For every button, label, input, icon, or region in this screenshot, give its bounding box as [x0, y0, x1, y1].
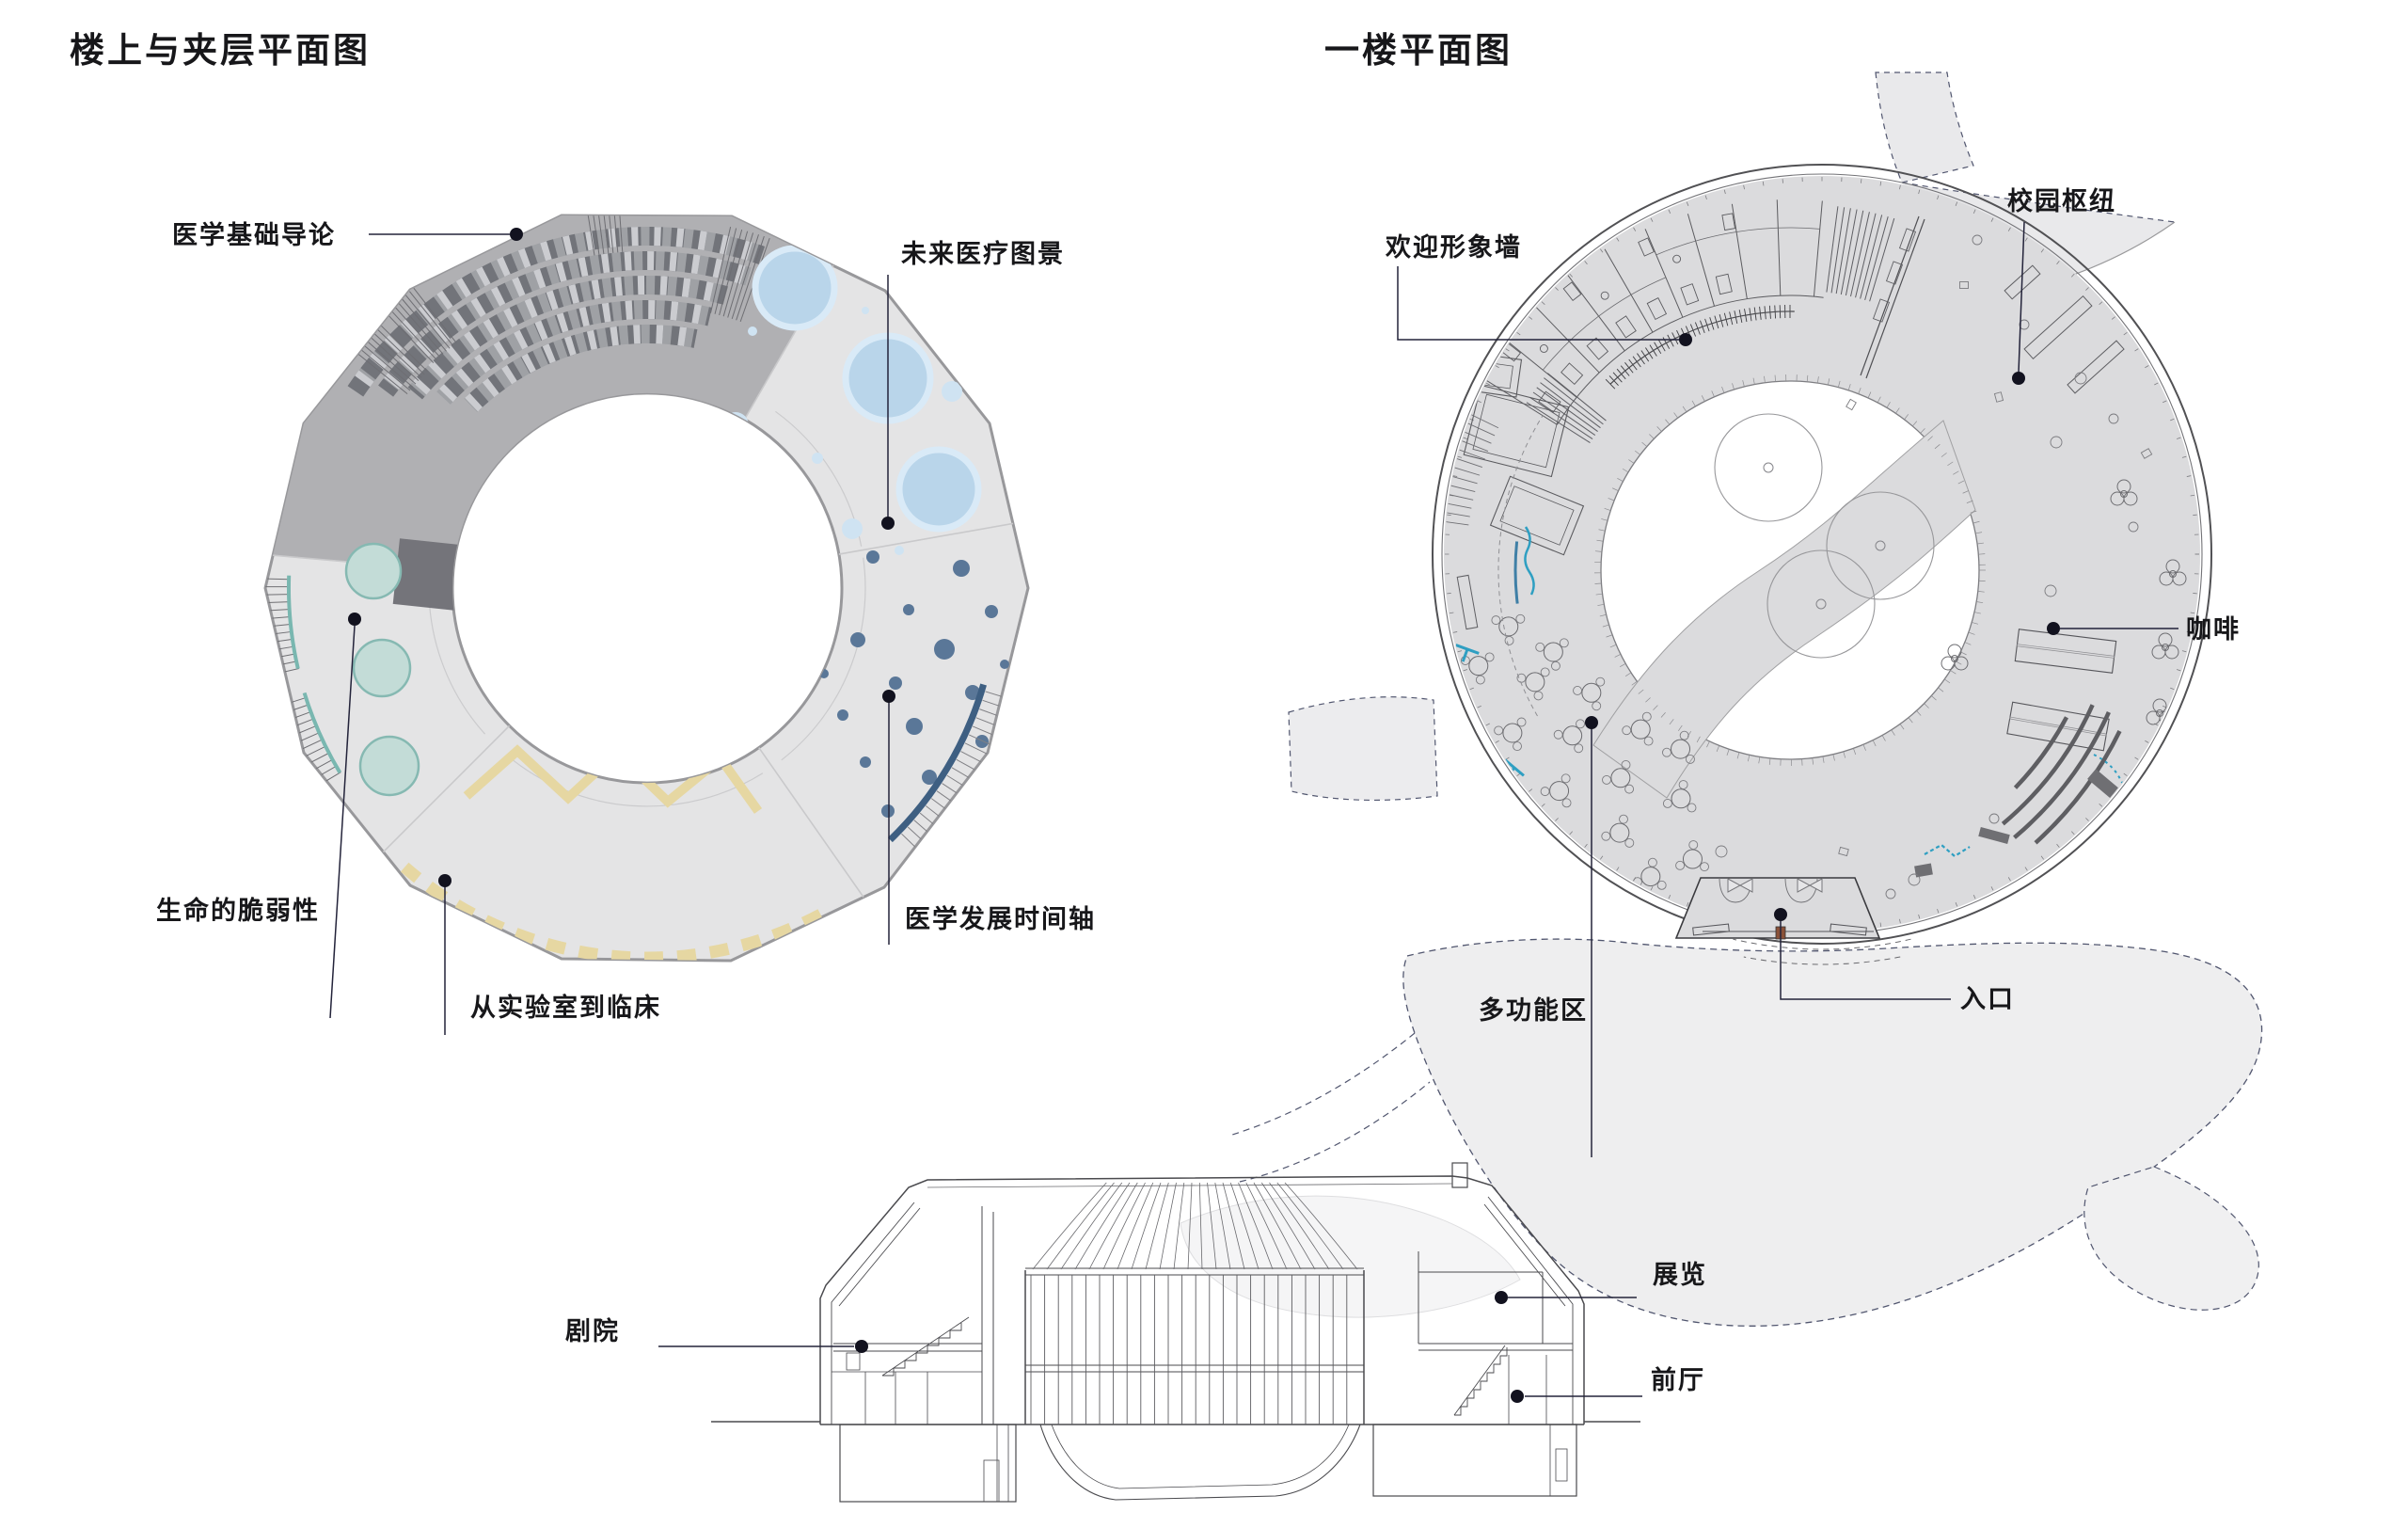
excavation-bowl-inner [1051, 1424, 1350, 1489]
excavation-bowl [1039, 1424, 1361, 1501]
plaza-blob [1402, 938, 2263, 1327]
leader-fragility [329, 625, 356, 1019]
left-stair [881, 1316, 970, 1377]
label-exhibition: 展览 [1653, 1260, 1707, 1289]
left-gable-inner [831, 1202, 921, 1425]
leader-dot-future [881, 517, 895, 530]
left-basement [839, 1424, 1017, 1503]
basement-shaft [983, 1459, 1000, 1503]
leader-entrance [1780, 921, 1951, 1000]
courtyard-path [1592, 420, 1976, 799]
label-campus-hub: 校园枢纽 [2007, 186, 2116, 215]
leader-dot-timeline [882, 690, 895, 703]
label-coffee: 咖啡 [2186, 615, 2241, 644]
outer-wall [1432, 164, 2212, 945]
plaza-tail-edge2 [1239, 1081, 1431, 1183]
bowtie-marks [1727, 878, 1823, 893]
right-gable-inner [1483, 1196, 1574, 1425]
left-path-stub [1288, 696, 1438, 802]
leader-campus [2018, 221, 2025, 374]
label-future: 未来医疗图景 [901, 239, 1065, 268]
ground-floor-plan [1432, 164, 2212, 965]
left-basement-walls [996, 1425, 1009, 1502]
top-path [1875, 72, 1974, 183]
leader-dot-fragility [348, 613, 361, 626]
entrance-apron-dashed [1733, 938, 1911, 965]
leader-dot-exhibition [1495, 1291, 1508, 1304]
building-section [711, 1162, 1640, 1503]
label-entrance: 入口 [1960, 985, 2015, 1013]
leader-welcome [1397, 266, 1679, 341]
right-basement [1372, 1424, 1577, 1497]
leader-dot-multifunction [1585, 716, 1598, 729]
entrance-bench [1830, 923, 1867, 936]
ground-mound [1180, 1195, 1521, 1318]
label-foyer: 前厅 [1651, 1365, 1705, 1394]
left-plan-title: 楼上与夹层平面图 [70, 31, 371, 70]
right-rooms [1508, 1355, 1547, 1425]
path-dashed-edge [1901, 182, 2176, 223]
plaza-tail-edge [1231, 1032, 1416, 1136]
leader-dot-entrance [1774, 908, 1787, 921]
section-mullions-ribs [927, 1182, 1453, 1425]
left-rooms [832, 1371, 982, 1425]
leader-dot-coffee [2047, 622, 2060, 635]
leader-dot-campus [2012, 372, 2025, 385]
furniture [846, 1352, 861, 1371]
entrance-bench [1692, 923, 1730, 936]
right-mezzanine [1418, 1251, 1573, 1351]
courtyard-trees [1714, 413, 1935, 659]
annotations: 医学基础导论 未来医疗图景 生命的脆弱性 从实验室到临床 医学发展时间轴 欢迎形… [156, 186, 2241, 1403]
chimney [1451, 1162, 1468, 1188]
label-welcome-wall: 欢迎形象墙 [1385, 232, 1522, 262]
leader-dot-intro [510, 228, 523, 241]
hall-walls [1024, 1270, 1365, 1425]
label-fragility: 生命的脆弱性 [156, 896, 320, 925]
upper-mezzanine-plan [263, 214, 1030, 963]
leader-dot-foyer [1511, 1390, 1524, 1403]
landscape-paths [1180, 72, 2263, 1327]
leader-dot-theater [855, 1340, 868, 1353]
basement-shaft [1555, 1448, 1568, 1482]
label-intro: 医学基础导论 [172, 220, 336, 249]
leader-dot-lab [438, 874, 452, 887]
left-mezzanine [833, 1206, 994, 1425]
label-theater: 剧院 [565, 1316, 620, 1345]
plaza-tentacle [2083, 1166, 2259, 1311]
label-timeline: 医学发展时间轴 [905, 904, 1096, 933]
label-multifunction: 多功能区 [1479, 995, 1588, 1025]
hall-bands [1025, 1267, 1364, 1373]
right-plan-title: 一楼平面图 [1324, 31, 1513, 70]
label-lab-to-clinic: 从实验室到临床 [470, 993, 661, 1022]
right-stair [1453, 1345, 1508, 1416]
leader-dot-welcome [1679, 333, 1692, 346]
